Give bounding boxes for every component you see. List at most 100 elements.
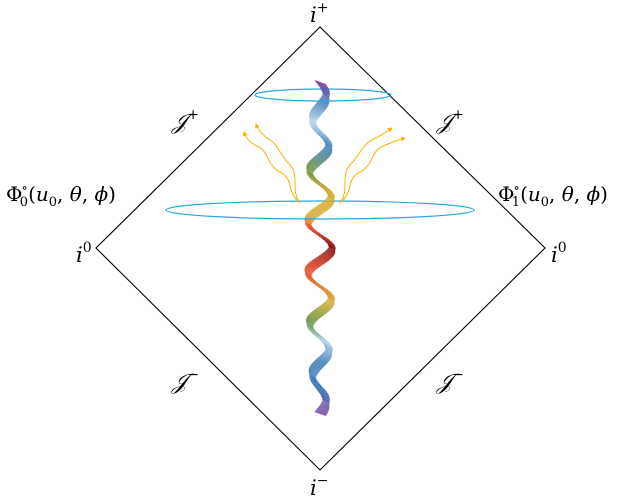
helix-segment	[306, 321, 314, 327]
helix-segment	[322, 93, 330, 100]
helix-segment	[305, 276, 317, 282]
helix-segment	[310, 380, 322, 386]
helix-segment	[319, 86, 330, 92]
helix-segment	[316, 407, 329, 413]
helix-segment	[309, 378, 320, 385]
helix-segment	[304, 273, 313, 279]
helix-segment	[304, 265, 317, 272]
helix-segment	[317, 306, 330, 312]
helix-segment	[312, 181, 327, 187]
helix-segment	[306, 163, 318, 169]
helix-segment	[310, 381, 323, 388]
helix-segment	[306, 315, 319, 321]
helix-segment	[307, 175, 319, 181]
helix-segment	[309, 119, 317, 125]
cut-large-front	[165, 209, 475, 220]
helix-segment	[307, 227, 320, 234]
helix-segment	[311, 230, 325, 237]
helix-segment	[319, 185, 332, 192]
helix-segment	[324, 350, 333, 356]
helix-segment	[310, 332, 324, 338]
helix-segment	[315, 205, 329, 211]
helix-segment	[309, 375, 318, 382]
helix-segment	[321, 395, 331, 401]
helix-segment	[324, 141, 333, 148]
helix-segment	[309, 111, 321, 118]
helix-segment	[321, 238, 335, 244]
helix-segment	[304, 270, 312, 276]
scri-plus-right-label: 𝒥+	[437, 107, 464, 135]
helix-segment	[317, 235, 331, 241]
helix-segment	[317, 134, 331, 140]
helix-segment	[308, 176, 321, 183]
helix-segment	[315, 153, 329, 160]
helix-segment	[322, 200, 334, 207]
helix-segment	[304, 220, 312, 226]
helix-segment	[322, 399, 330, 406]
helix-segment	[305, 224, 316, 231]
helix-segment	[308, 122, 319, 128]
helix-segment	[322, 188, 335, 195]
helix-segment	[320, 87, 331, 94]
helix-segment	[319, 288, 333, 294]
helix-segment	[319, 354, 331, 361]
helix-segment	[313, 384, 326, 391]
helix-segment	[310, 363, 323, 370]
scri-plus-left-label: 𝒥+	[172, 107, 199, 135]
helix-segment	[313, 206, 327, 213]
helix-segment	[323, 146, 333, 152]
helix-segment	[326, 294, 336, 300]
helix-segment	[308, 329, 320, 335]
helix-segment	[304, 223, 314, 229]
helix-segment	[311, 107, 325, 113]
helix-segment	[313, 129, 326, 136]
helix-segment	[314, 182, 329, 189]
radiation-right	[339, 127, 406, 204]
helix-segment	[307, 313, 321, 320]
helix-segment	[309, 117, 317, 124]
helix-segment	[325, 241, 336, 247]
helix-segment	[309, 372, 317, 379]
helix-segment	[322, 147, 333, 154]
helix-segment	[312, 105, 326, 112]
helix-segment	[307, 161, 320, 167]
helix-segment	[327, 193, 335, 199]
helix-segment	[327, 247, 336, 254]
helix-segment	[322, 138, 333, 145]
helix-segment	[308, 369, 318, 376]
helix-segment	[309, 312, 323, 318]
helix-segment	[323, 291, 335, 297]
scri-minus-right-label: 𝒥−	[437, 367, 464, 395]
helix-segment	[308, 116, 317, 122]
helix-segment	[315, 102, 328, 109]
helix-segment	[313, 283, 328, 290]
radiation-left	[242, 123, 301, 204]
helix-segment	[327, 242, 336, 249]
helix-segment	[316, 389, 329, 395]
helix-segment	[311, 208, 325, 214]
helix-segment	[324, 190, 335, 196]
helix-segment	[305, 318, 316, 324]
vertex-left-label: i0	[76, 240, 92, 267]
helix-segment	[310, 259, 325, 266]
helix-segment	[307, 279, 321, 285]
helix-segment	[321, 149, 332, 155]
helix-segment	[304, 274, 315, 281]
helix-segment	[317, 390, 330, 397]
helix-segment	[306, 322, 314, 329]
helix-segment	[306, 316, 317, 323]
helix-segment	[314, 131, 328, 137]
helix-segment	[324, 345, 333, 352]
helix-segment	[325, 292, 336, 299]
helix-segment	[319, 135, 332, 142]
helix-segment	[318, 405, 330, 412]
vertex-right-label: i0	[551, 240, 567, 267]
scri-minus-left-label: 𝒥−	[172, 367, 199, 395]
helix-segment	[311, 282, 325, 288]
helix-segment	[306, 172, 316, 178]
helix-segment	[319, 150, 332, 157]
helix-segment	[304, 268, 313, 275]
helix-segment	[307, 211, 321, 217]
helix-worldline	[304, 80, 336, 416]
helix-segment	[314, 307, 329, 314]
